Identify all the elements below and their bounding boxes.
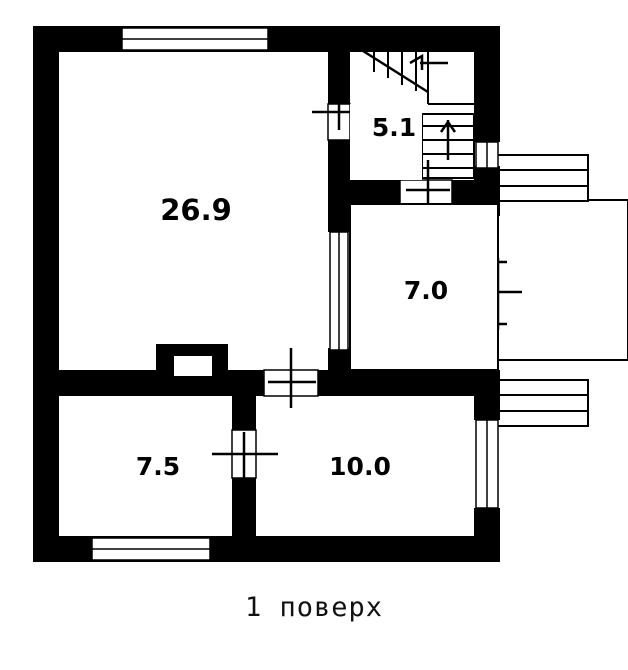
door-26-9-to-10-0 <box>263 348 319 408</box>
stairs-lower <box>421 113 475 179</box>
area-label-7-5: 7.5 <box>136 452 180 481</box>
room-5-1-outline <box>350 104 422 180</box>
door-7-5-to-10-0 <box>212 429 278 479</box>
window-center-vertical <box>329 231 349 351</box>
stairs-upper <box>350 42 474 105</box>
window-bottom-left <box>91 537 211 561</box>
area-label-7-0: 7.0 <box>404 276 448 305</box>
window-right-lower <box>475 419 499 509</box>
area-label-26-9: 26.9 <box>160 193 232 227</box>
window-right-upper <box>475 141 499 169</box>
floor-caption: 1 поверх <box>244 592 384 623</box>
area-label-10-0: 10.0 <box>329 452 391 481</box>
room-7-0-outline <box>349 203 499 371</box>
window-top-main <box>121 27 269 51</box>
interior-walls <box>33 52 500 562</box>
area-label-5-1: 5.1 <box>372 113 416 142</box>
terrace-right <box>497 199 628 361</box>
door-26-9-to-5-1 <box>312 96 366 141</box>
